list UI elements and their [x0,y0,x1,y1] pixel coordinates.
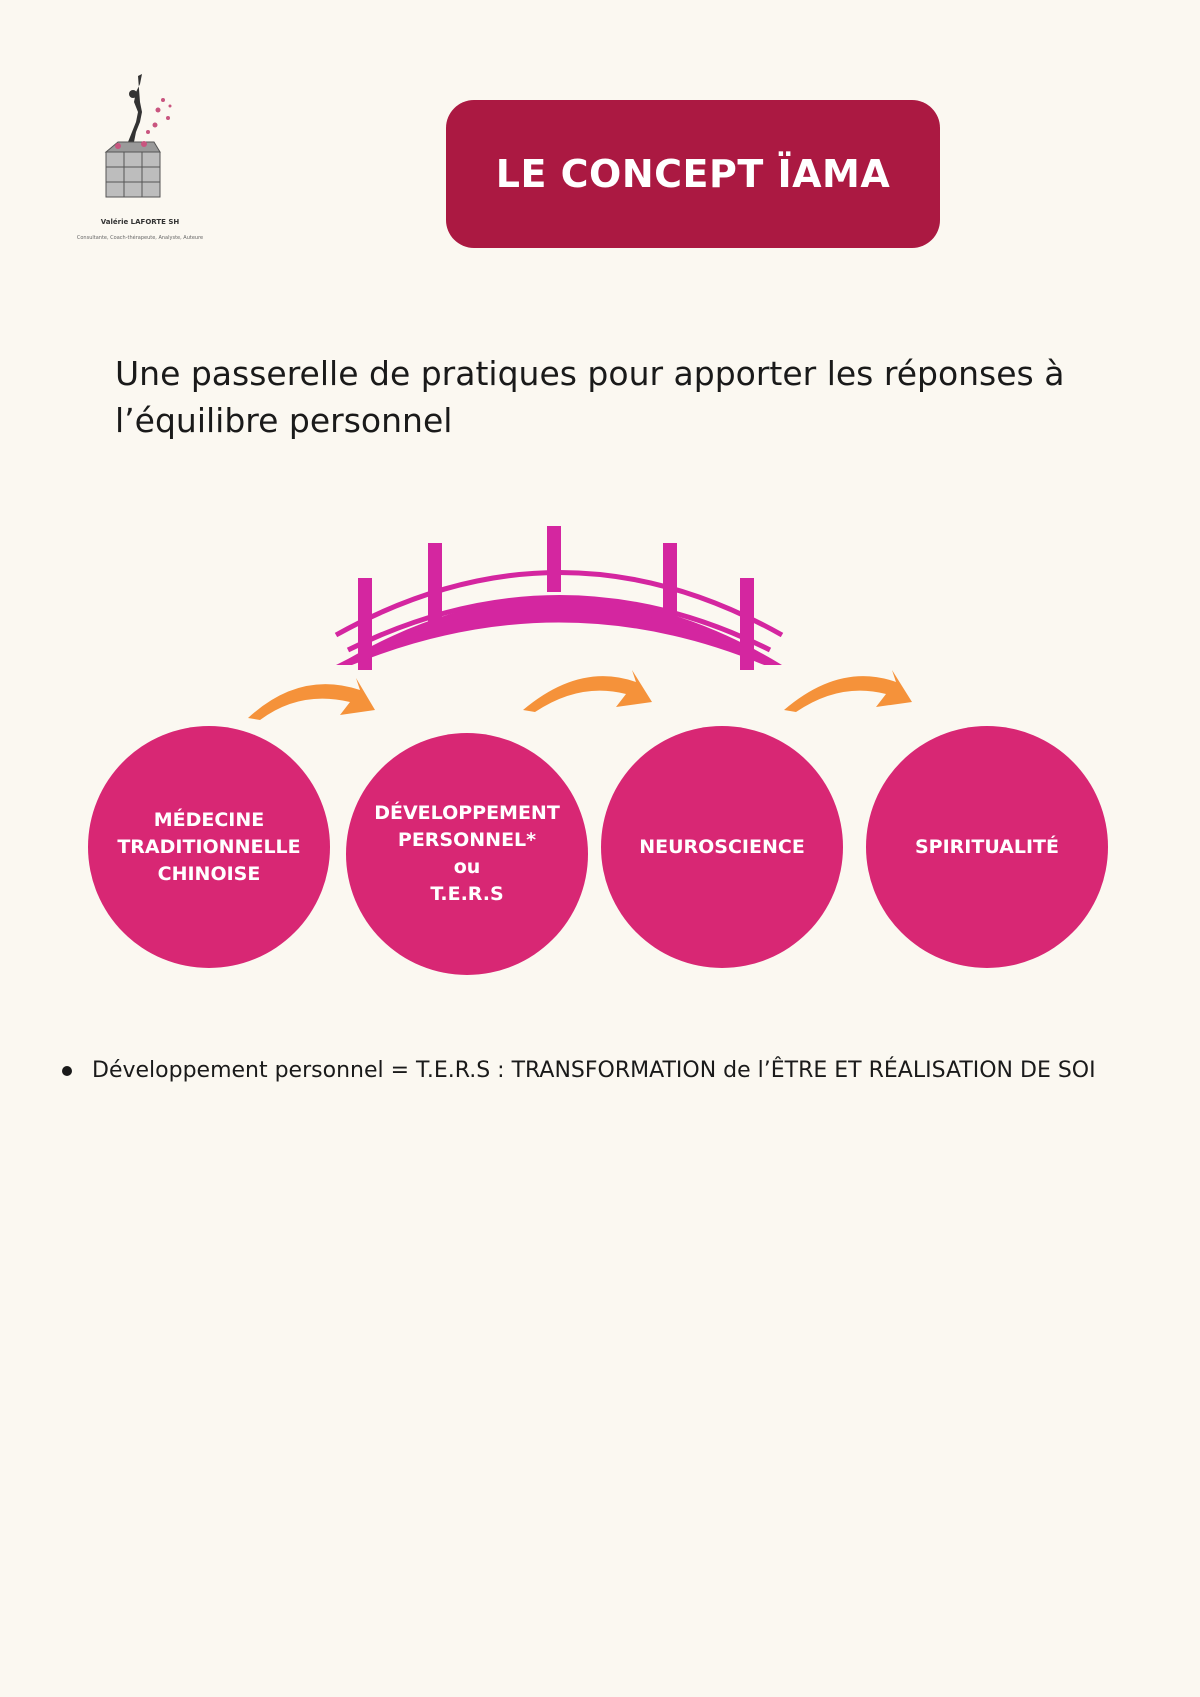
practice-label: DÉVELOPPEMENT PERSONNEL* ou T.E.R.S [374,802,560,905]
note-list-item: Développement personnel = T.E.R.S : TRAN… [62,1058,1182,1083]
practices-diagram: MÉDECINE TRADITIONNELLE CHINOISE DÉVELOP… [0,510,1200,990]
logo-tagline: Consultante, Coach-thérapeute, Analyste,… [76,235,204,241]
arrow-icon [248,678,375,720]
practice-circle: MÉDECINE TRADITIONNELLE CHINOISE [88,726,330,968]
practice-label: NEUROSCIENCE [639,835,805,858]
practice-circle: DÉVELOPPEMENT PERSONNEL* ou T.E.R.S [346,733,588,975]
bullet-icon [62,1065,72,1076]
title-banner: LE CONCEPT ÏAMA [446,100,940,248]
bridge-icon [334,526,784,670]
arrow-icon [784,670,912,712]
bridge-and-arrows [248,526,912,720]
practice-circle: SPIRITUALITÉ [866,726,1108,968]
intro-text: Une passerelle de pratiques pour apporte… [115,354,1065,440]
arrow-icon [523,670,652,712]
logo: Valérie LAFORTE SH Consultante, Coach-th… [55,70,225,250]
page-title: LE CONCEPT ÏAMA [495,152,891,196]
practice-circle: NEUROSCIENCE [601,726,843,968]
logo-name: Valérie LAFORTE SH [100,218,180,226]
practice-label: SPIRITUALITÉ [914,835,1059,858]
note-text: Développement personnel = T.E.R.S : TRAN… [92,1058,1096,1083]
practice-label: MÉDECINE TRADITIONNELLE CHINOISE [117,808,301,885]
logo-figure-icon [104,74,172,198]
